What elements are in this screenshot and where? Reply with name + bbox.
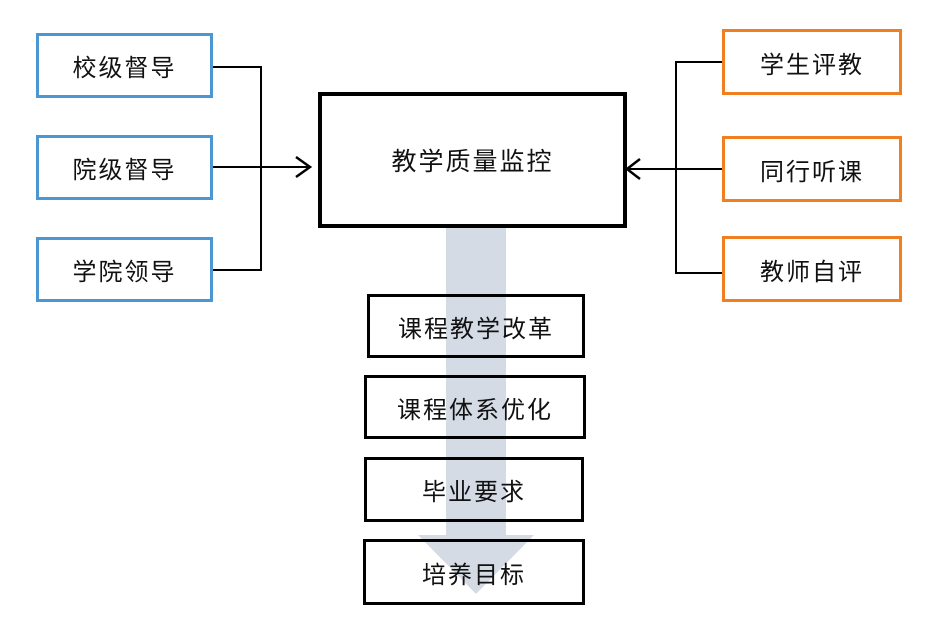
outcome-box-course-teaching-reform: 课程教学改革 [367, 294, 585, 358]
outcome-box-training-objectives: 培养目标 [363, 539, 585, 605]
right-arrowhead [624, 158, 641, 180]
right-source-label: 教师自评 [760, 257, 864, 286]
left-source-label: 校级督导 [72, 54, 177, 82]
center-label: 教学质量监控 [391, 147, 554, 176]
right-source-box-student-evaluation: 学生评教 [722, 29, 902, 95]
right-source-label: 同行听课 [760, 157, 864, 186]
outcome-label: 培养目标 [422, 560, 526, 589]
left-source-label: 学院领导 [72, 258, 177, 286]
outcome-box-graduation-requirements: 毕业要求 [364, 457, 584, 522]
left-source-box-college-supervision: 院级督导 [36, 135, 213, 200]
outcome-label: 课程教学改革 [398, 314, 554, 343]
left-arrowhead [295, 155, 313, 179]
right-source-box-peer-observation: 同行听课 [722, 136, 902, 202]
right-source-label: 学生评教 [760, 50, 864, 79]
left-source-label: 院级督导 [72, 156, 177, 184]
left-source-box-college-leaders: 学院领导 [36, 237, 213, 302]
left-source-box-school-supervision: 校级督导 [36, 33, 213, 98]
down-flow-arrow [418, 228, 534, 594]
outcome-label: 毕业要求 [422, 478, 526, 506]
center-box-quality-monitoring: 教学质量监控 [318, 92, 627, 228]
outcome-box-curriculum-optimization: 课程体系优化 [364, 375, 586, 439]
outcome-label: 课程体系优化 [397, 395, 553, 424]
right-source-box-teacher-self-evaluation: 教师自评 [722, 236, 902, 302]
